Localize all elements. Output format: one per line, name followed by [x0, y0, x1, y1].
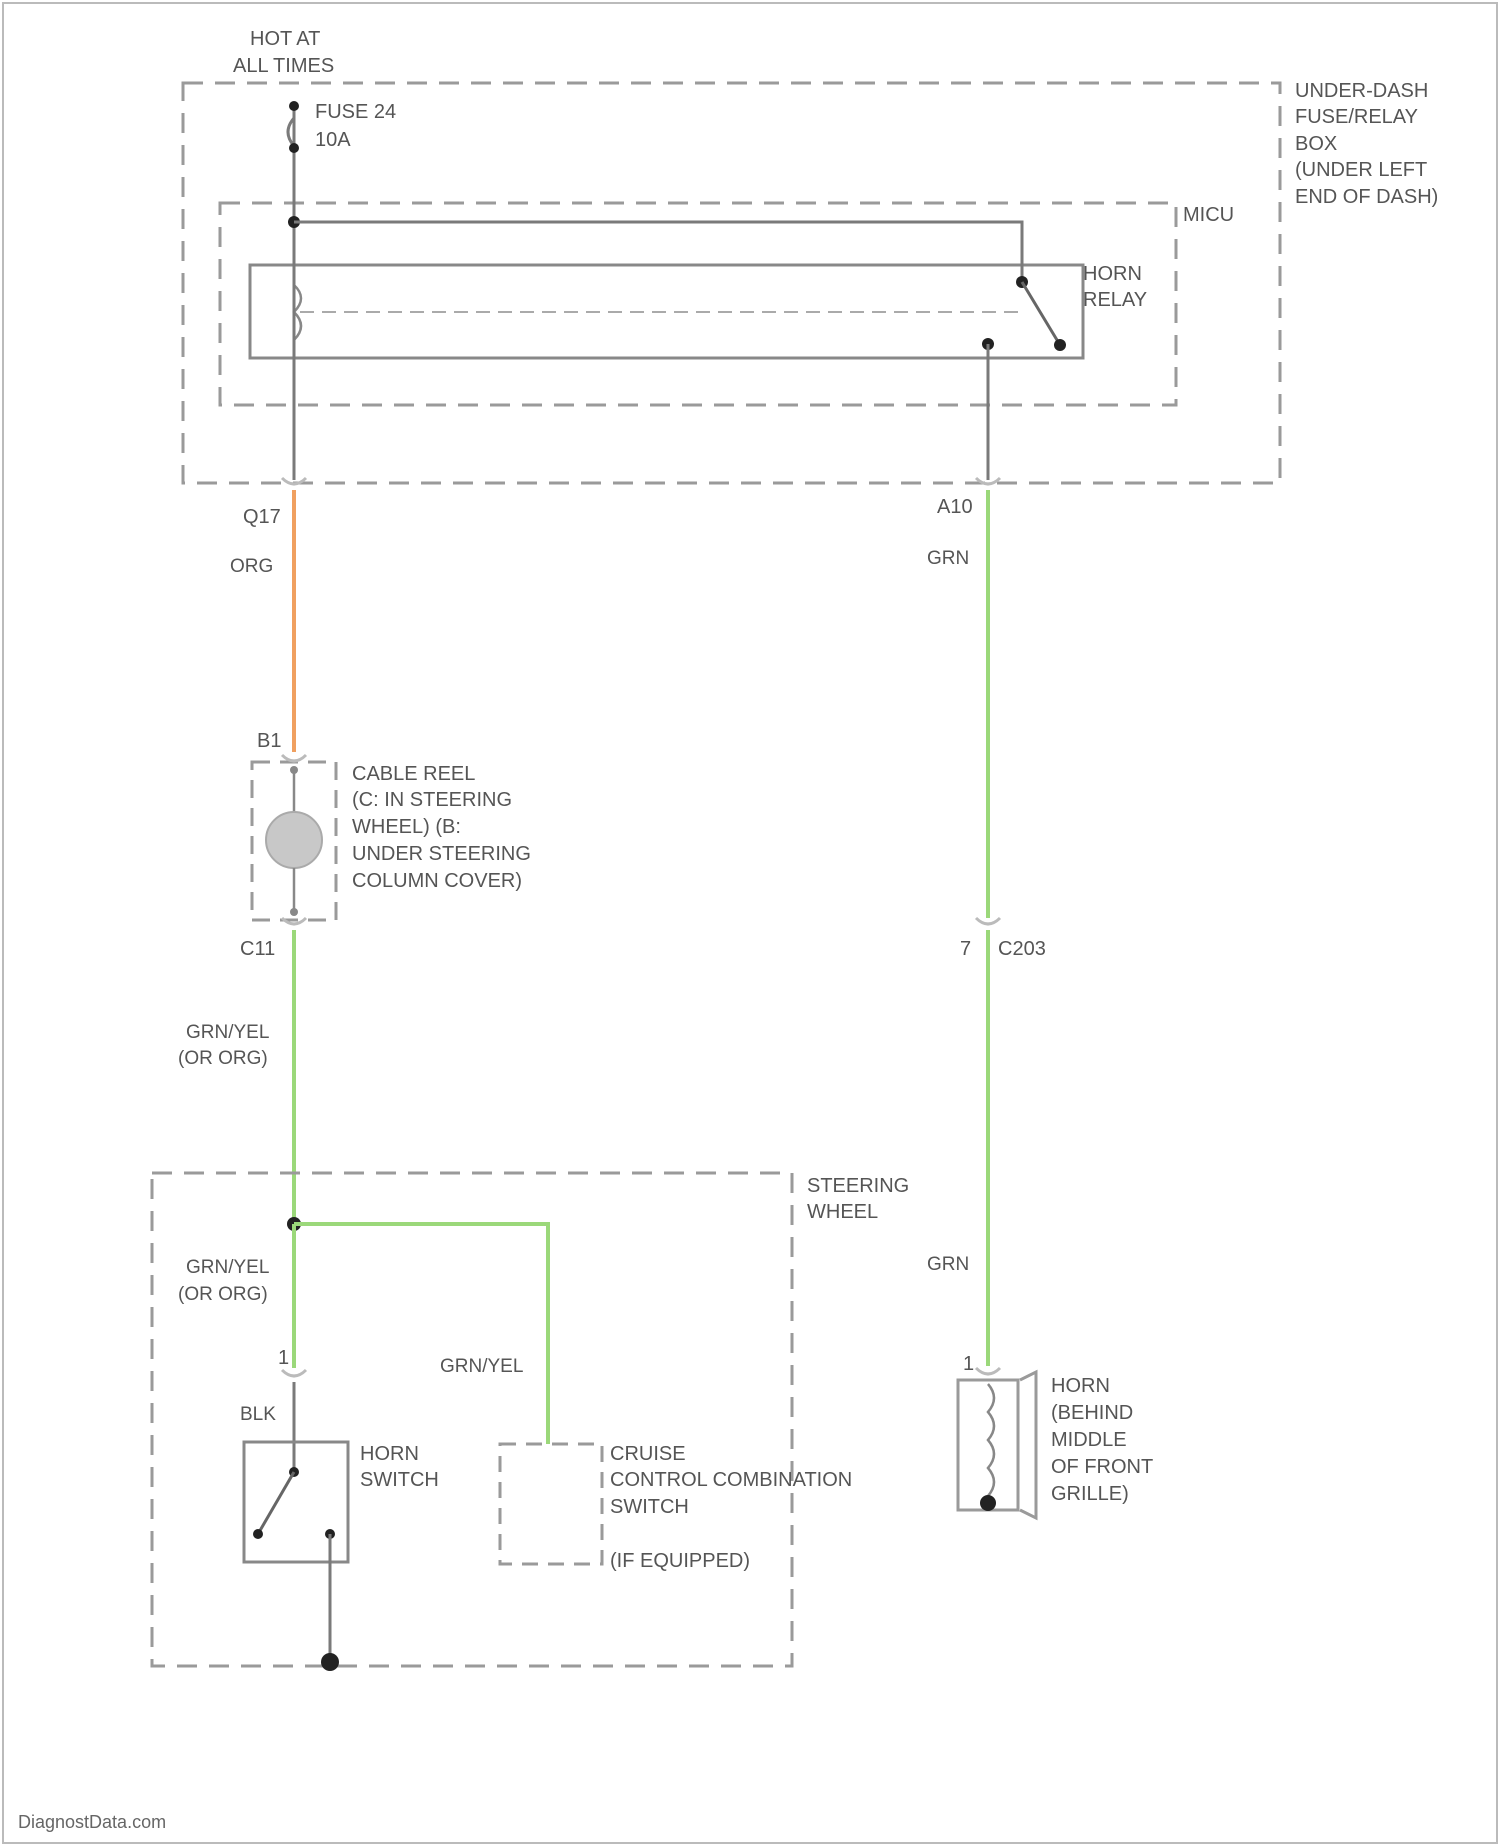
grn-yel-label-2a: GRN/YEL: [186, 1257, 269, 1278]
cable-reel-label-2: (C: IN STEERING: [352, 789, 512, 811]
horn-switch-label-1: HORN: [360, 1443, 419, 1465]
ground-point: [321, 1653, 339, 1671]
cruise-switch-label-2: CONTROL COMBINATION: [610, 1469, 852, 1491]
horn-switch-box: [244, 1442, 348, 1562]
horn-relay-label-2: RELAY: [1083, 289, 1147, 311]
underdash-label-1: UNDER-DASH: [1295, 80, 1428, 102]
grn-yel-label-1b: (OR ORG): [178, 1048, 268, 1069]
grn-yel-label-3: GRN/YEL: [440, 1356, 523, 1377]
relay-contact-tip: [1054, 339, 1066, 351]
grn-yel-label-2b: (OR ORG): [178, 1284, 268, 1305]
cruise-switch-label-3: SWITCH: [610, 1496, 689, 1518]
cruise-switch-label-1: CRUISE: [610, 1443, 686, 1465]
cruise-switch-label-4: (IF EQUIPPED): [610, 1550, 750, 1572]
cruise-switch-outline: [500, 1444, 602, 1564]
connector-horn-pin-label: 1: [963, 1353, 974, 1375]
connector-c203-symbol: [976, 918, 1000, 924]
horn-label-3: MIDDLE: [1051, 1429, 1127, 1451]
power-label-line2: ALL TIMES: [233, 55, 334, 77]
cable-reel-label-5: COLUMN COVER): [352, 870, 522, 892]
underdash-label-3: BOX: [1295, 133, 1337, 155]
fuse-rating: 10A: [315, 129, 351, 151]
horn-label-1: HORN: [1051, 1375, 1110, 1397]
steering-wheel-label-1: STEERING: [807, 1175, 909, 1197]
underdash-label-4: (UNDER LEFT: [1295, 159, 1427, 181]
horn-ground-point: [980, 1495, 996, 1511]
fuse-top-terminal: [289, 101, 299, 111]
cable-reel-label-4: UNDER STEERING: [352, 843, 531, 865]
connector-b1-label: B1: [257, 730, 281, 752]
org-wire-label: ORG: [230, 556, 273, 577]
grn-wire-label-top: GRN: [927, 548, 969, 569]
horn-switch-arm: [258, 1472, 294, 1534]
micu-label: MICU: [1183, 204, 1234, 226]
horn-coil: [988, 1384, 994, 1496]
micu-outline: [220, 203, 1176, 405]
underdash-label-2: FUSE/RELAY: [1295, 106, 1418, 128]
connector-c11-label: C11: [240, 938, 275, 960]
connector-horn-symbol: [976, 1368, 1000, 1374]
horn-switch-arm-tip: [253, 1529, 263, 1539]
cable-reel-label-1: CABLE REEL: [352, 763, 475, 785]
connector-q17-label: Q17: [243, 506, 281, 528]
horn-relay-label-1: HORN: [1083, 263, 1142, 285]
horn-switch-label-2: SWITCH: [360, 1469, 439, 1491]
connector-a10-label: A10: [937, 496, 973, 518]
horn-bell: [1020, 1372, 1036, 1518]
connector-b1-symbol: [282, 755, 306, 761]
connector-switch-symbol: [282, 1370, 306, 1376]
grn-yel-label-1a: GRN/YEL: [186, 1022, 269, 1043]
grn-wire-label-bottom: GRN: [927, 1254, 969, 1275]
cable-reel-label-3: WHEEL) (B:: [352, 816, 461, 838]
horn-body: [958, 1380, 1018, 1510]
fuse-bottom-terminal: [289, 143, 299, 153]
connector-c203-label: C203: [998, 938, 1046, 960]
relay-contact-arm: [1022, 282, 1060, 345]
steering-wheel-label-2: WHEEL: [807, 1201, 878, 1223]
horn-label-5: GRILLE): [1051, 1483, 1129, 1505]
relay-feed-wire: [294, 222, 1022, 282]
cable-reel-bottom-terminal: [290, 908, 298, 916]
blk-wire-label: BLK: [240, 1404, 276, 1425]
footer-credit: DiagnostData.com: [18, 1812, 166, 1832]
horn-label-2: (BEHIND: [1051, 1402, 1133, 1424]
cable-reel-spool: [266, 812, 322, 868]
grn-yel-wire-cruise: [294, 1224, 548, 1444]
connector-switch-pin-label: 1: [278, 1347, 289, 1369]
horn-label-4: OF FRONT: [1051, 1456, 1153, 1478]
fuse-name: FUSE 24: [315, 101, 396, 123]
underdash-label-5: END OF DASH): [1295, 186, 1438, 208]
connector-pin7-label: 7: [960, 938, 971, 960]
power-label-line1: HOT AT: [250, 28, 320, 50]
